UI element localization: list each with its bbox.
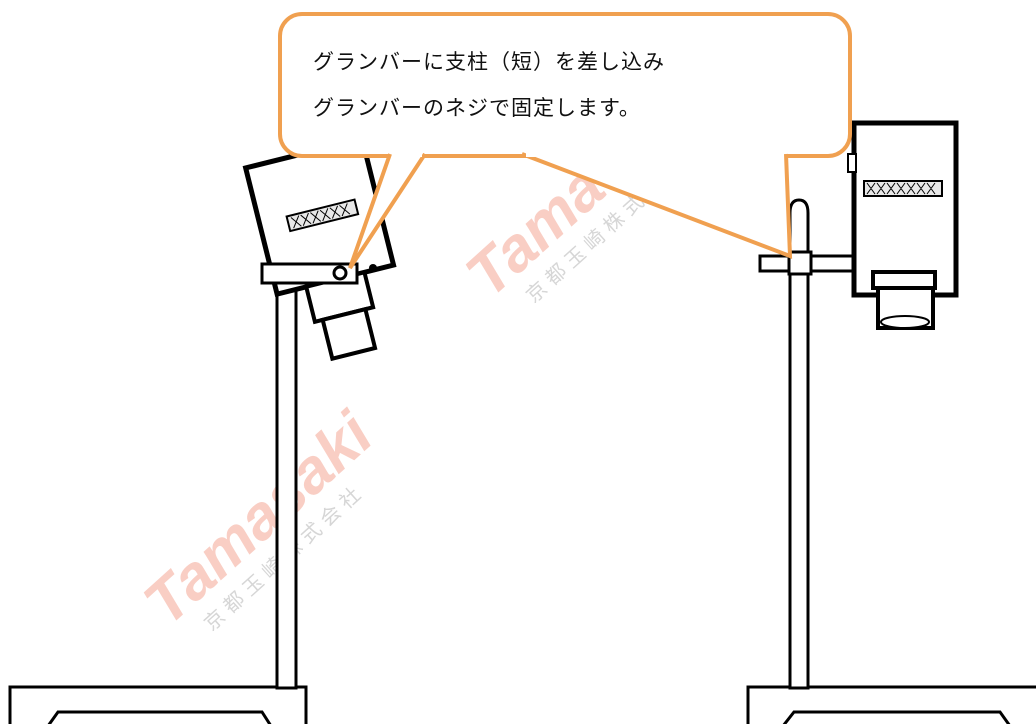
- right-camera-lens-mount: [871, 270, 937, 290]
- callout-pointer-left: [348, 152, 427, 270]
- left-clamp-dot: [369, 264, 377, 272]
- callout-pointer-right: [521, 152, 793, 259]
- right-base-plate: [746, 685, 1036, 724]
- watermark-bottom: Tamasaki 京都玉崎株式会社: [131, 398, 387, 638]
- right-camera-side-tab: [847, 153, 857, 173]
- left-base-foot: [47, 710, 272, 724]
- callout-text-line-1: グランバーに支柱（短）を差し込み: [313, 50, 665, 74]
- left-clamp-screw: [332, 265, 348, 281]
- left-clamp-bar: [260, 262, 359, 285]
- right-camera: [847, 120, 959, 330]
- left-base-plate: [8, 685, 308, 724]
- right-pole: [788, 198, 810, 690]
- right-stand: [746, 198, 1036, 724]
- callout-text-line-2: グランバーのネジで固定します。: [313, 96, 641, 120]
- left-camera-lens: [320, 306, 378, 362]
- right-camera-label: [863, 180, 943, 197]
- callout: [278, 12, 852, 270]
- right-clamp-block: [787, 250, 813, 276]
- right-camera-body: [851, 120, 959, 298]
- right-base-foot: [782, 710, 1011, 724]
- left-clamp: [260, 262, 377, 285]
- right-clamp: [758, 250, 858, 276]
- right-camera-lens-rim: [880, 315, 930, 329]
- svg-text:Tamasaki: Tamasaki: [131, 398, 387, 638]
- callout-box: [278, 12, 852, 158]
